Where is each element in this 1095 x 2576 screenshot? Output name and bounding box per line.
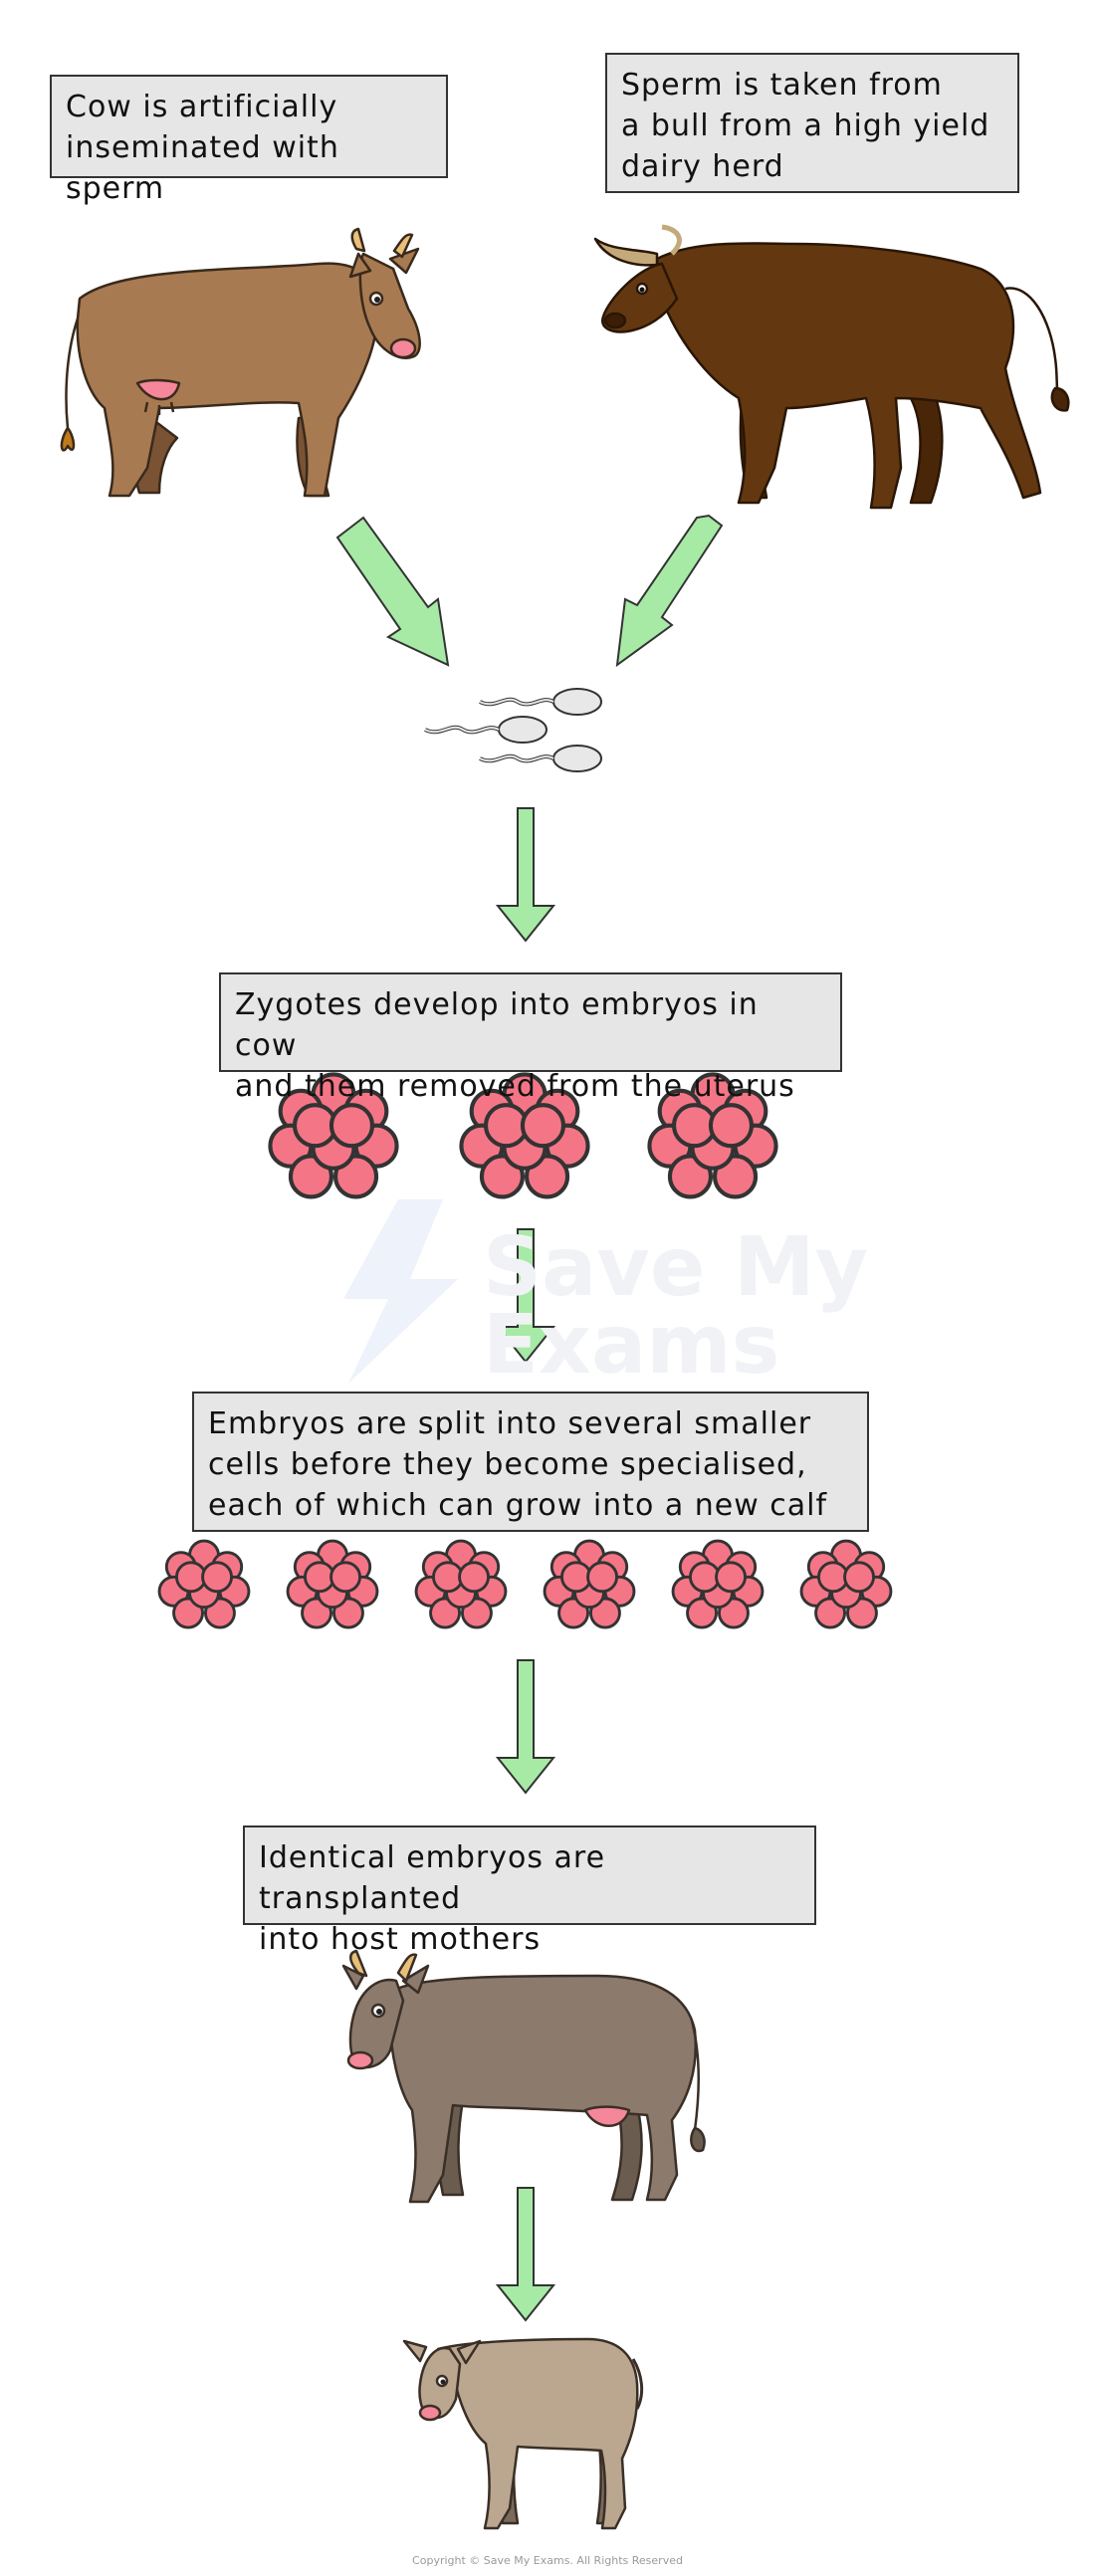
embryo-small — [414, 1539, 508, 1629]
step-embryos-split: Embryos are split into several smaller c… — [192, 1392, 869, 1532]
embryo-small — [799, 1539, 893, 1629]
arrow-down-2 — [495, 1228, 556, 1364]
step-embryos-transplanted: Identical embryos are transplanted into … — [243, 1825, 816, 1957]
embryo-small — [286, 1539, 379, 1629]
arrow-cow-to-sperm — [335, 516, 450, 667]
copyright-notice: Copyright © Save My Exams. All Rights Re… — [412, 2554, 683, 2567]
step-zygotes-develop: Zygotes develop into embryos in cow and … — [219, 972, 842, 1104]
arrow-bull-to-sperm — [615, 514, 724, 668]
arrow-down-1 — [495, 807, 556, 943]
arrow-down-3 — [495, 1659, 556, 1795]
arrow-down-4 — [495, 2187, 556, 2322]
step-cow-inseminated: Cow is artificially inseminated with spe… — [50, 75, 448, 206]
watermark-logo-icon — [343, 1199, 458, 1384]
cow-illustration — [60, 227, 421, 498]
host-mother-cow-illustration — [341, 1949, 706, 2204]
embryo-small — [157, 1539, 251, 1629]
sperm-cells — [423, 687, 603, 773]
watermark-text: Save My Exams — [483, 1220, 869, 1393]
bull-illustration — [593, 224, 1070, 510]
embryo-small — [671, 1539, 765, 1629]
embryo-small — [543, 1539, 636, 1629]
step-sperm-taken: Sperm is taken from a bull from a high y… — [605, 53, 1019, 193]
calf-illustration — [402, 2337, 644, 2530]
